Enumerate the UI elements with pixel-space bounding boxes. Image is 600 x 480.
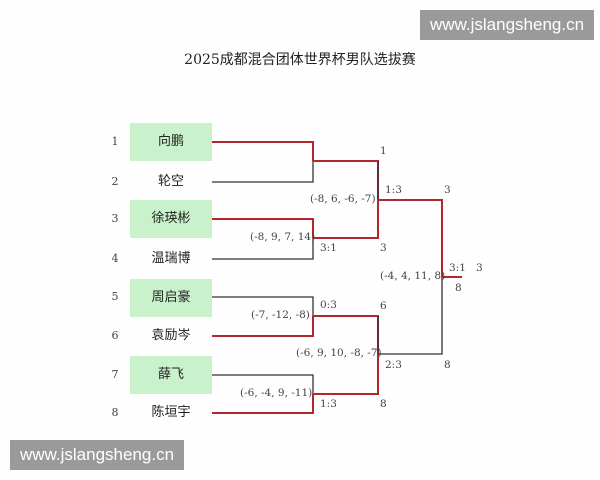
match-games: (-7, -12, -8) xyxy=(251,309,310,321)
player-name: 徐瑛彬 xyxy=(130,200,212,238)
line-p6 xyxy=(212,316,314,337)
player-name: 周启豪 xyxy=(130,279,212,317)
seed-number: 8 xyxy=(111,406,119,419)
semi-top-seed: 6 xyxy=(380,300,387,312)
match-games: (-6, -4, 9, -11) xyxy=(240,387,313,399)
match-games: (-4, 4, 11, 8) xyxy=(380,270,446,282)
line-p2 xyxy=(212,161,314,183)
page-title: 2025成都混合团体世界杯男队选拔赛 xyxy=(184,52,416,68)
champion-seed: 3 xyxy=(476,262,483,274)
seed-number: 4 xyxy=(111,252,119,265)
final-bottom-seed: 8 xyxy=(444,359,451,371)
semi-bottom-seed: 8 xyxy=(380,398,387,410)
line-sf1-out xyxy=(378,199,443,277)
line-p1 xyxy=(212,141,314,161)
semi-top-seed: 1 xyxy=(380,145,387,157)
match-score: 0:3 xyxy=(320,299,337,311)
line-p5 xyxy=(212,296,314,316)
final-top-seed: 3 xyxy=(444,184,451,196)
semi-bottom-seed: 3 xyxy=(380,242,387,254)
line-m2-out xyxy=(313,200,379,239)
watermark-bottom: www.jslangsheng.cn xyxy=(10,440,185,470)
line-p4 xyxy=(212,238,314,260)
line-p3 xyxy=(212,218,314,238)
line-p7 xyxy=(212,374,314,394)
match-score: 3:1 xyxy=(320,242,337,254)
match-games: (-6, 9, 10, -8, -7) xyxy=(296,347,382,359)
match-score: 1:3 xyxy=(385,184,402,196)
seed-number: 1 xyxy=(111,135,119,148)
player-name: 温瑞博 xyxy=(151,251,191,266)
seed-number: 2 xyxy=(111,175,119,188)
match-games: (-8, 9, 7, 14) xyxy=(250,231,316,243)
player-name: 袁励岑 xyxy=(151,328,191,343)
seed-number: 5 xyxy=(111,290,119,303)
player-name: 轮空 xyxy=(157,174,184,189)
player-name: 陈垣宇 xyxy=(151,405,191,420)
seed-number: 6 xyxy=(111,329,119,342)
match-score: 1:3 xyxy=(320,398,337,410)
line-p8 xyxy=(212,394,314,414)
line-m4-out xyxy=(313,354,379,395)
match-score: 2:3 xyxy=(385,359,402,371)
watermark-top: www.jslangsheng.cn xyxy=(420,10,595,40)
match-score: 3:1 xyxy=(449,262,466,274)
player-name: 向鹏 xyxy=(130,123,212,161)
line-sf2-out xyxy=(378,277,443,355)
match-games: (-8, 6, -6, -7) xyxy=(310,193,376,205)
runner-up-seed: 8 xyxy=(455,282,462,294)
seed-number: 7 xyxy=(111,368,119,381)
player-name: 薛飞 xyxy=(130,356,212,394)
seed-number: 3 xyxy=(111,212,119,225)
